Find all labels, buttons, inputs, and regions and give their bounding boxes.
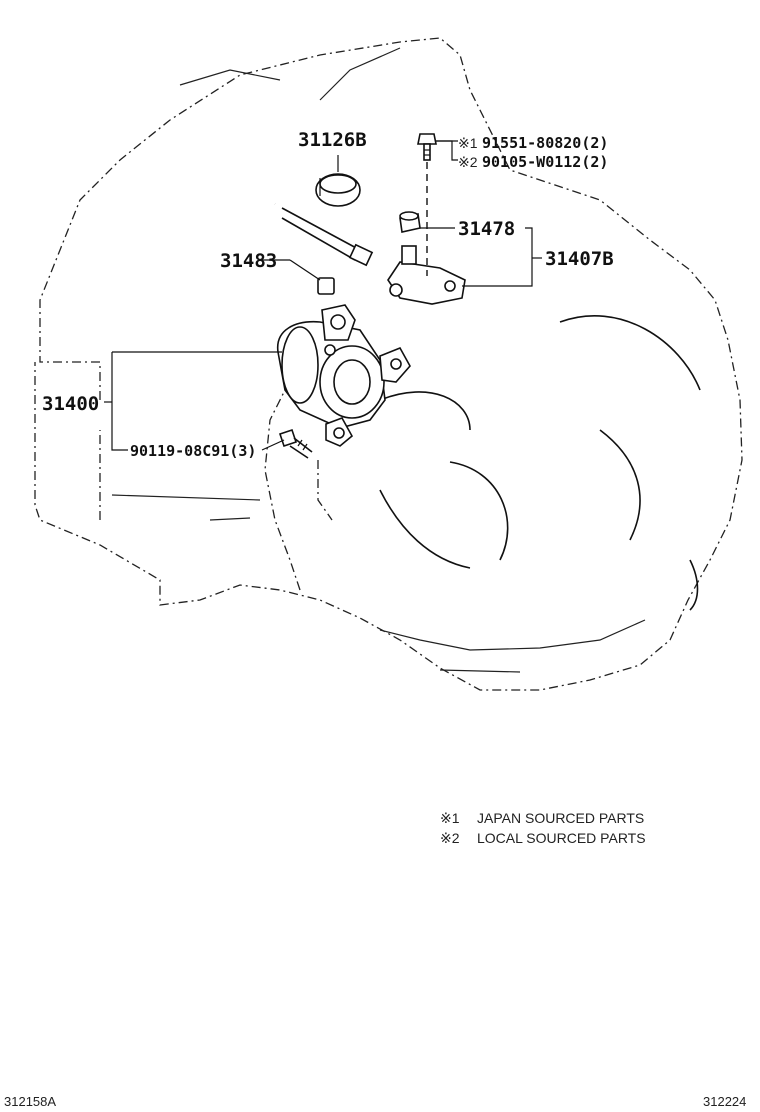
label-90119-08c91: 90119-08C91(3)	[130, 442, 256, 460]
legend-mark-local: ※2	[440, 830, 460, 846]
bolt-90119-icon	[278, 428, 313, 459]
label-91551-80820: 91551-80820(2)	[482, 134, 608, 152]
mark-japan-top: ※1	[458, 135, 478, 151]
footer-right-code: 312224	[703, 1094, 746, 1109]
transmission-housing-outline	[34, 37, 743, 691]
legend-mark-japan: ※1	[440, 810, 460, 826]
leader-lines	[104, 140, 542, 451]
mark-local-top: ※2	[458, 154, 478, 170]
footer-left-code: 312158A	[4, 1094, 56, 1109]
label-31400: 31400	[42, 393, 99, 415]
sourcing-legend: ※1 JAPAN SOURCED PARTS ※2 LOCAL SOURCED …	[440, 810, 646, 846]
part-31126b-cap	[315, 173, 361, 207]
label-31126b: 31126B	[298, 129, 367, 151]
label-31407b: 31407B	[545, 248, 614, 270]
part-31478-bleeder-cap	[399, 211, 421, 233]
label-90105-w0112: 90105-W0112(2)	[482, 153, 608, 171]
legend-text-japan: JAPAN SOURCED PARTS	[477, 810, 644, 826]
legend-text-local: LOCAL SOURCED PARTS	[477, 830, 646, 846]
label-31478: 31478	[458, 218, 515, 240]
part-31407b-fitting	[387, 245, 466, 305]
part-31400-release-cylinder	[277, 304, 411, 447]
label-31483: 31483	[220, 250, 277, 272]
bolt-japan-local-icon	[417, 133, 437, 161]
part-31483-clutch-hose	[274, 202, 374, 295]
